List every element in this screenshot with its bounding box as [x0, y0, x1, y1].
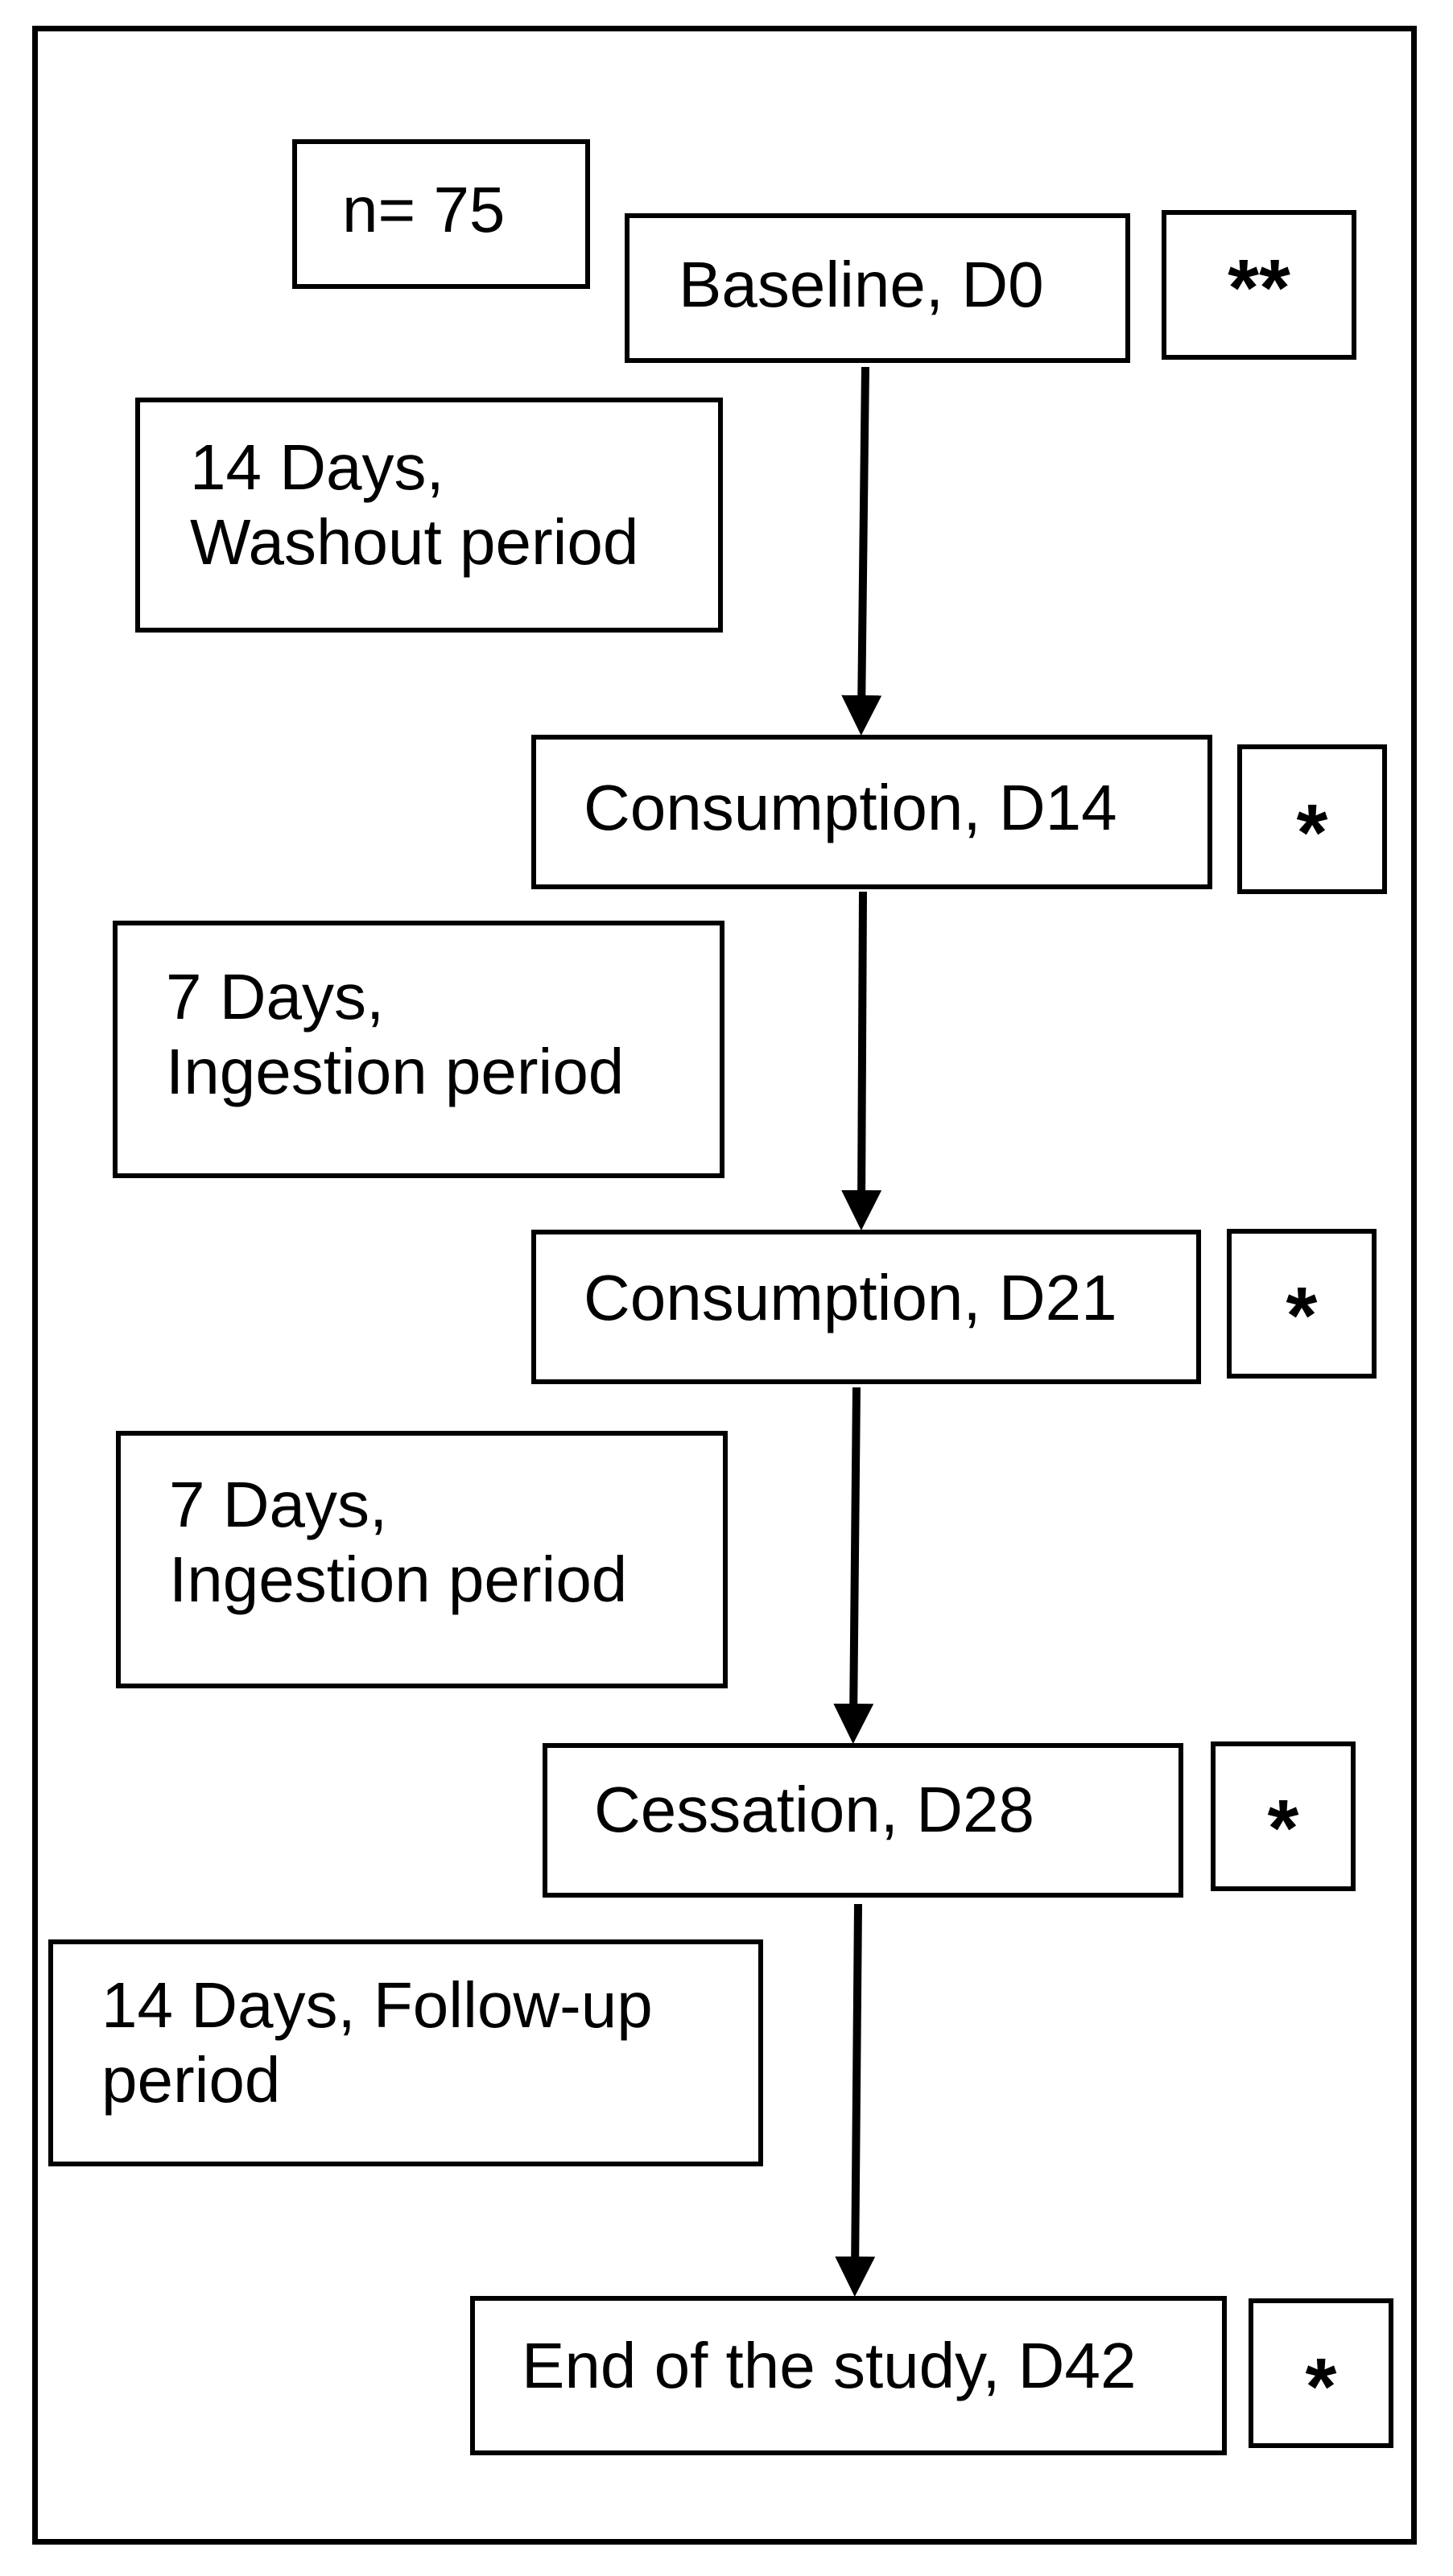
- stage-label-baseline: Baseline, D0: [679, 249, 1044, 320]
- arrow-baseline-to-d14: [841, 366, 882, 736]
- period-box-ingestion-2: [116, 1431, 728, 1688]
- stage-box-consumption-d21: [531, 1230, 1201, 1384]
- mark-baseline: **: [1228, 243, 1290, 333]
- arrow-d28-to-d42: [835, 1903, 876, 2297]
- mark-consumption-d14: *: [1296, 788, 1328, 878]
- period-box-ingestion-1: [113, 921, 724, 1178]
- period-line1-follow-up: 14 Days, Follow-up: [101, 1969, 653, 2041]
- mark-box-consumption-d21: [1227, 1229, 1377, 1379]
- period-box-washout: [135, 398, 723, 633]
- period-line2-follow-up: period: [101, 2044, 281, 2116]
- mark-end-of-study: *: [1305, 2342, 1337, 2432]
- period-box-follow-up: [48, 1939, 763, 2166]
- mark-consumption-d21: *: [1286, 1271, 1318, 1361]
- period-line2-ingestion-1: Ingestion period: [166, 1036, 625, 1107]
- mark-box-consumption-d14: [1237, 744, 1387, 894]
- mark-box-end-of-study: [1249, 2298, 1393, 2448]
- stage-box-cessation: [543, 1743, 1183, 1898]
- sample-size-box: [292, 139, 590, 289]
- mark-box-baseline: [1162, 210, 1356, 360]
- stage-label-end-of-study: End of the study, D42: [522, 2330, 1137, 2401]
- diagram-frame: [32, 26, 1417, 2545]
- stage-label-cessation: Cessation, D28: [594, 1774, 1034, 1845]
- arrow-d21-to-d28: [833, 1387, 874, 1744]
- period-line1-washout: 14 Days,: [190, 431, 444, 503]
- mark-box-cessation: [1211, 1741, 1356, 1891]
- stage-label-consumption-d14: Consumption, D14: [584, 772, 1117, 843]
- stage-box-end-of-study: [470, 2296, 1227, 2455]
- period-line2-washout: Washout period: [190, 506, 639, 578]
- stage-box-consumption-d14: [531, 735, 1212, 889]
- arrow-d14-to-d21: [841, 891, 882, 1230]
- period-line2-ingestion-2: Ingestion period: [169, 1544, 628, 1615]
- period-line1-ingestion-1: 7 Days,: [166, 961, 385, 1032]
- sample-size-label: n= 75: [342, 174, 506, 245]
- period-line1-ingestion-2: 7 Days,: [169, 1469, 388, 1540]
- mark-cessation: *: [1267, 1783, 1299, 1873]
- stage-label-consumption-d21: Consumption, D21: [584, 1262, 1117, 1333]
- stage-box-baseline: [625, 213, 1130, 363]
